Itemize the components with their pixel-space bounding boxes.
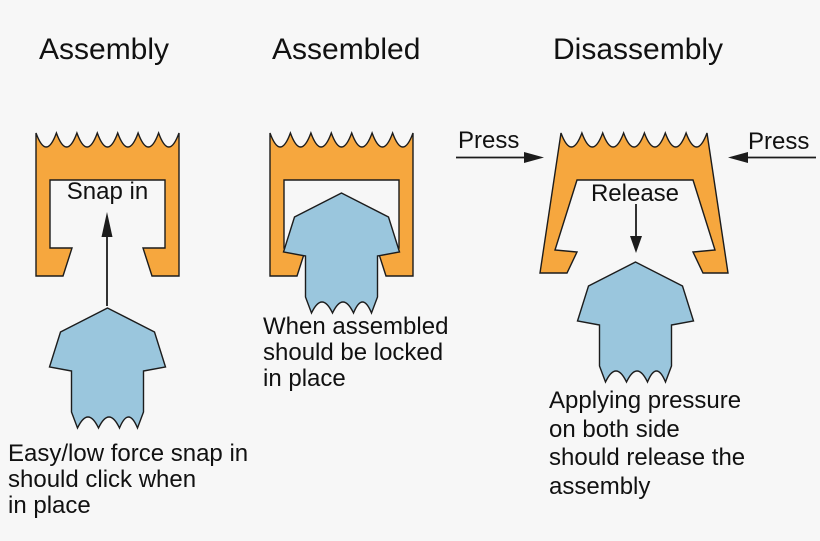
press-left-label: Press	[458, 127, 520, 154]
assembled-plug-shape	[282, 192, 401, 314]
disassembly-socket-shape	[539, 130, 729, 274]
snap-in-arrow-icon	[101, 212, 113, 306]
disassembly-plug-shape	[576, 261, 695, 383]
panel-title-assembled: Assembled	[272, 33, 421, 66]
press-right-label: Press	[748, 128, 810, 155]
release-arrow-icon	[630, 204, 642, 253]
panel-title-assembly: Assembly	[39, 33, 170, 66]
release-label: Release	[590, 180, 680, 207]
panel-title-disassembly: Disassembly	[553, 33, 724, 66]
assembled-caption: When assembled should be locked in place	[263, 313, 449, 392]
assembly-caption: Easy/low force snap in should click when…	[8, 440, 249, 519]
snap-in-label: Snap in	[66, 178, 149, 205]
assembly-plug-shape	[48, 307, 167, 429]
press-right-arrow-icon	[728, 152, 816, 163]
disassembly-caption: Applying pressure on both side should re…	[549, 387, 746, 500]
press-left-arrow-icon	[456, 152, 544, 163]
